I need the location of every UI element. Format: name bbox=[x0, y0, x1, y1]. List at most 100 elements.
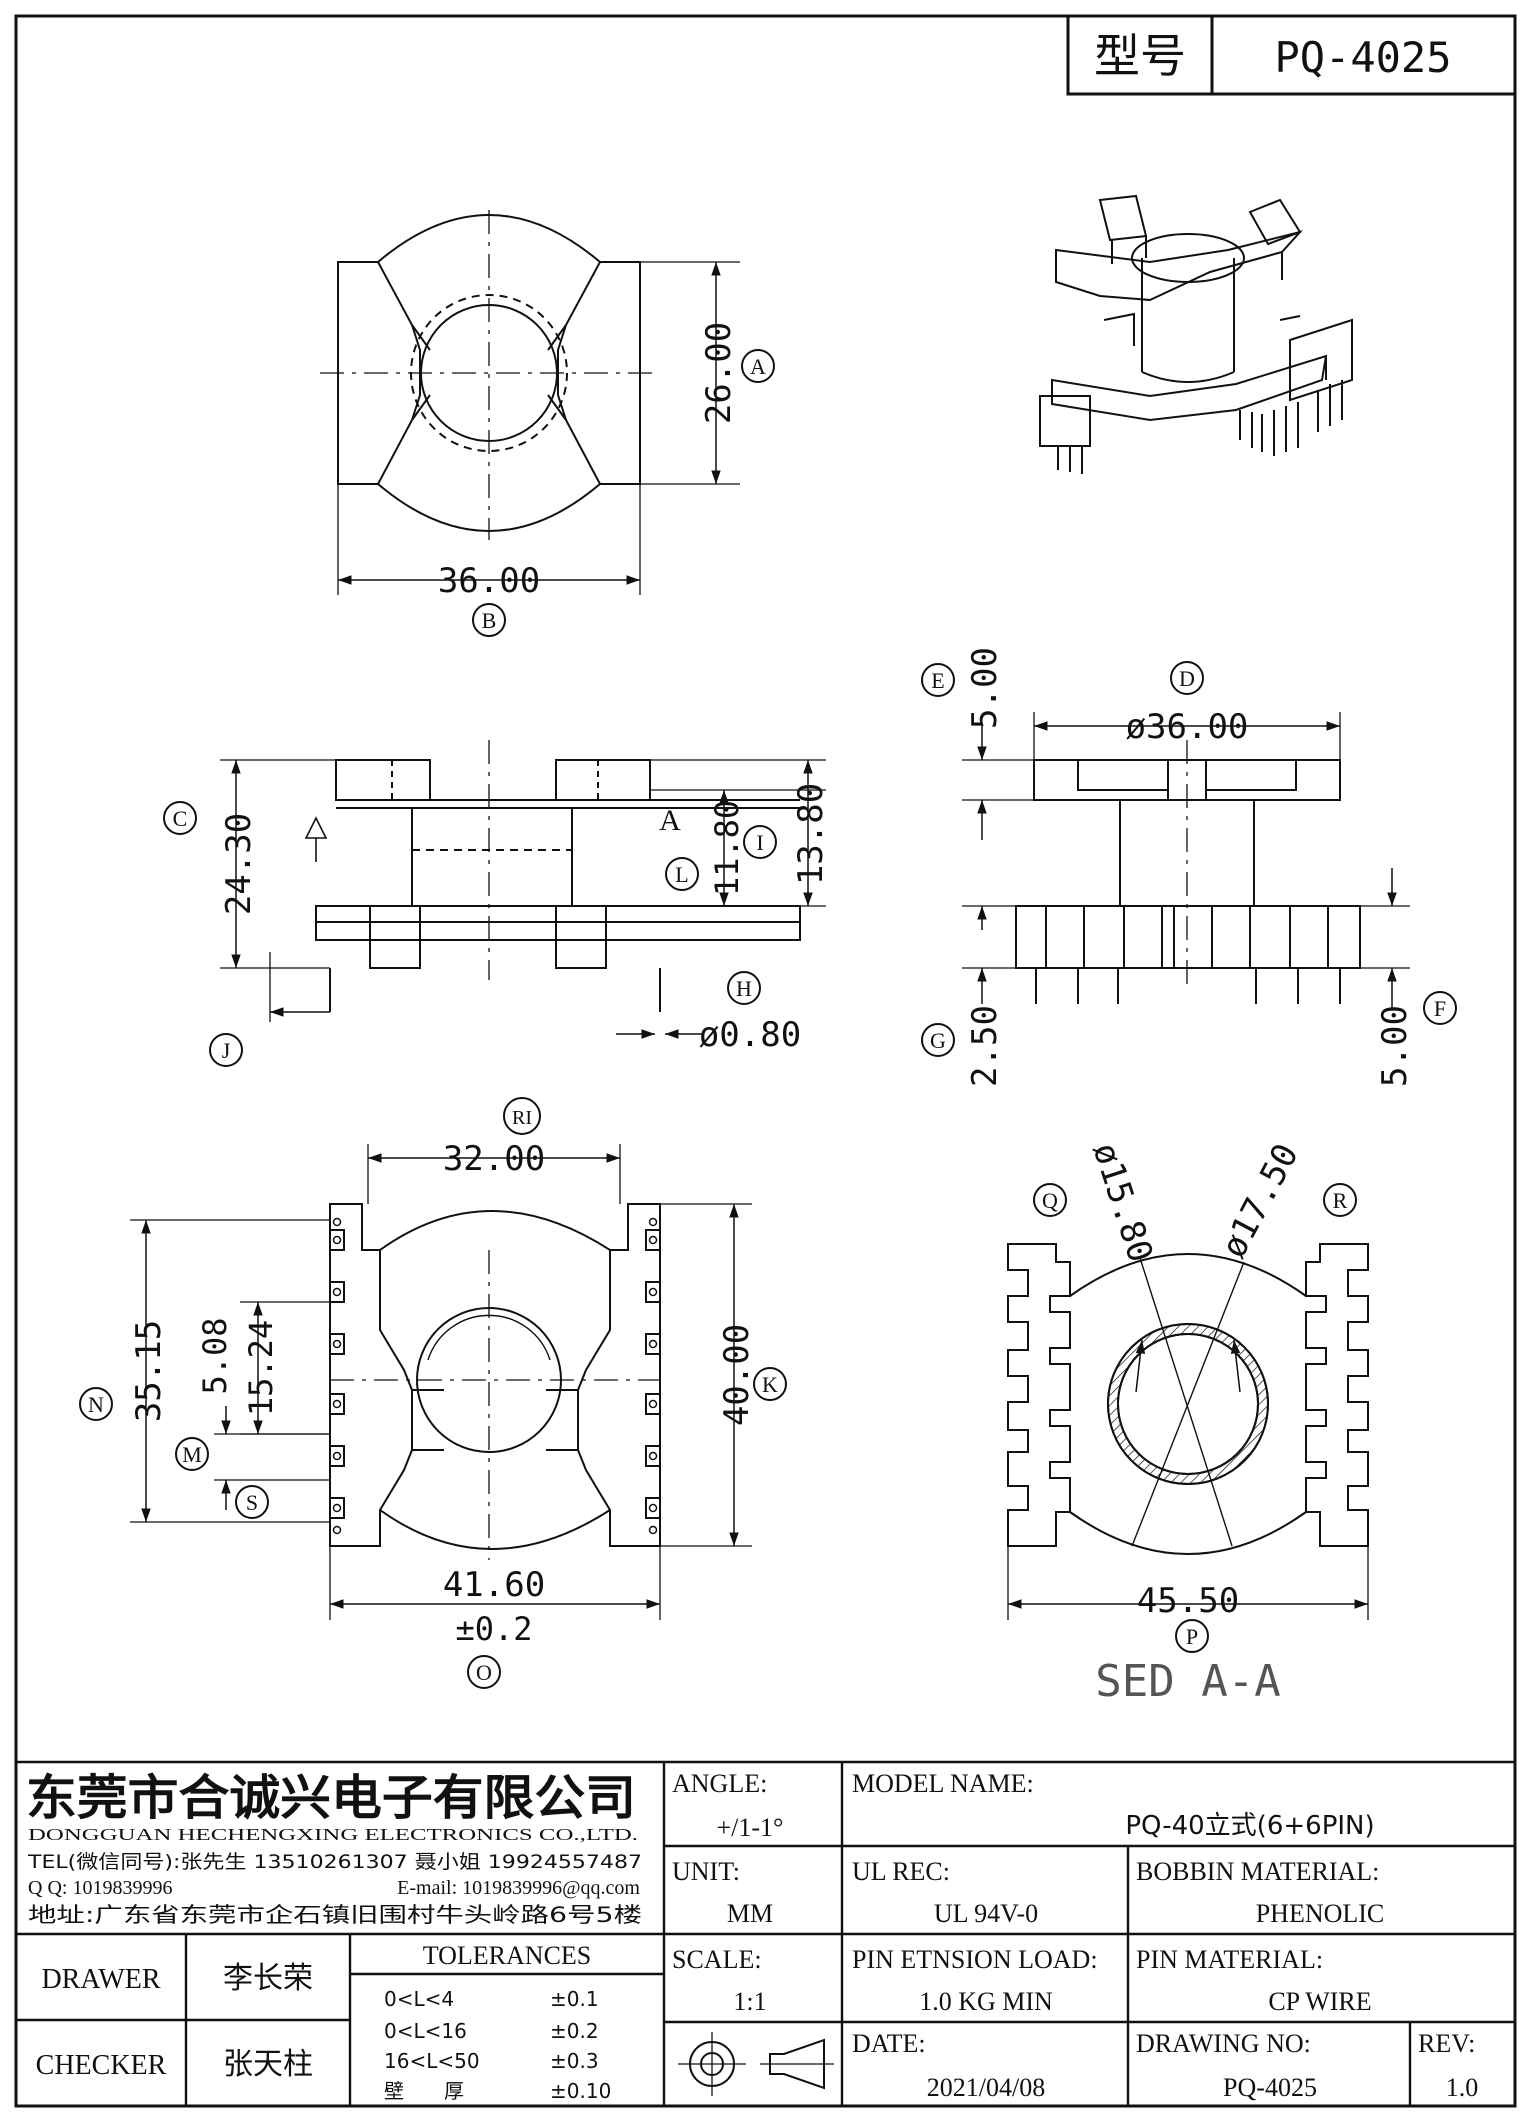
label-c: C bbox=[163, 801, 197, 835]
header-model-value: PQ-4025 bbox=[1274, 33, 1451, 82]
svg-text:G: G bbox=[930, 1028, 946, 1053]
checker-value: 张天柱 bbox=[223, 2047, 313, 2082]
label-i: I bbox=[743, 825, 777, 859]
ul-label: UL REC: bbox=[852, 1857, 950, 1886]
svg-text:A: A bbox=[750, 354, 766, 379]
dim-ri-value: 32.00 bbox=[443, 1139, 545, 1179]
tolerance-range: 壁 厚 bbox=[384, 2079, 464, 2103]
svg-text:I: I bbox=[756, 830, 763, 855]
svg-text:D: D bbox=[1179, 666, 1195, 691]
projection-symbol bbox=[678, 2032, 834, 2096]
unit-label: UNIT: bbox=[672, 1857, 740, 1886]
dim-s-value: 15.24 bbox=[242, 1320, 280, 1416]
dim-h-value: ø0.80 bbox=[699, 1015, 801, 1055]
tolerance-value: ±0.1 bbox=[550, 1987, 599, 2011]
svg-text:R: R bbox=[1333, 1188, 1348, 1213]
drawing-no-value: PQ-4025 bbox=[1223, 2073, 1317, 2102]
label-e: E bbox=[921, 663, 955, 697]
label-q: Q bbox=[1033, 1183, 1067, 1217]
model-name-label: MODEL NAME: bbox=[852, 1769, 1034, 1798]
dim-l-value: 11.80 bbox=[708, 800, 746, 896]
dim-k-value: 40.00 bbox=[717, 1324, 757, 1426]
dim-a-value: 26.00 bbox=[699, 322, 739, 424]
label-ri: RI bbox=[503, 1097, 541, 1135]
svg-text:F: F bbox=[1434, 996, 1446, 1021]
svg-text:S: S bbox=[246, 1490, 258, 1515]
pin-holes-bottom-view bbox=[332, 1217, 658, 1535]
rev-value: 1.0 bbox=[1446, 2073, 1479, 2102]
rev-label: REV: bbox=[1418, 2029, 1475, 2058]
dim-c-value: 24.30 bbox=[219, 813, 259, 915]
label-p: P bbox=[1175, 1619, 1209, 1653]
svg-text:C: C bbox=[173, 806, 188, 831]
dim-m-value: 5.08 bbox=[196, 1317, 234, 1394]
pin-material-label: PIN MATERIAL: bbox=[1136, 1945, 1323, 1974]
front-view bbox=[962, 712, 1410, 1010]
svg-text:L: L bbox=[675, 862, 688, 887]
drawer-label: DRAWER bbox=[41, 1964, 160, 1995]
label-d: D bbox=[1170, 661, 1204, 695]
bobbin-material-value: PHENOLIC bbox=[1256, 1899, 1385, 1928]
date-label: DATE: bbox=[852, 2029, 926, 2058]
section-caption: SED A-A bbox=[1095, 1656, 1280, 1707]
company-name-cn: 东莞市合诚兴电子有限公司 bbox=[26, 1770, 636, 1826]
header-model-box: 型号 PQ-4025 bbox=[1066, 14, 1517, 96]
dim-o-value: 41.60 bbox=[443, 1565, 545, 1605]
tolerance-range: 0<L<4 bbox=[384, 1987, 454, 2011]
label-m: M bbox=[175, 1437, 209, 1471]
contact-address: 地址:广东省东莞市企石镇旧围村牛头岭路6号5楼 bbox=[28, 1903, 642, 1927]
label-o: O bbox=[467, 1655, 501, 1689]
title-block bbox=[16, 1760, 1515, 2106]
ul-value: UL 94V-0 bbox=[934, 1899, 1038, 1928]
drawer-value: 李长荣 bbox=[223, 1961, 313, 1996]
angle-label: ANGLE: bbox=[672, 1769, 767, 1798]
dim-f-value: 5.00 bbox=[1375, 1005, 1415, 1087]
tolerance-table: 0<L<4 ±0.1 0<L<16 ±0.2 16<L<50 ±0.3 壁 厚 … bbox=[384, 1987, 611, 2103]
label-j: J bbox=[209, 1033, 243, 1067]
sheet-border bbox=[14, 14, 1517, 2108]
pin-material-value: CP WIRE bbox=[1268, 1987, 1371, 2016]
label-s: S bbox=[235, 1485, 269, 1519]
tolerance-range: 0<L<16 bbox=[384, 2019, 467, 2043]
dim-o-tolerance: ±0.2 bbox=[455, 1610, 532, 1648]
label-n: N bbox=[79, 1387, 113, 1421]
label-h: H bbox=[727, 971, 761, 1005]
svg-text:RI: RI bbox=[512, 1107, 532, 1129]
drawing-no-label: DRAWING NO: bbox=[1136, 2029, 1311, 2058]
header-model-label: 型号 bbox=[1094, 29, 1186, 83]
top-view bbox=[320, 210, 740, 595]
contact-tel: TEL(微信同号):张先生 13510261307 聂小姐 1992455748… bbox=[27, 1851, 642, 1873]
angle-value: +/1-1° bbox=[717, 1813, 784, 1842]
company-name-en: DONGGUAN HECHENGXING ELECTRONICS CO.,LTD… bbox=[28, 1825, 638, 1844]
tolerance-value: ±0.10 bbox=[550, 2079, 611, 2103]
label-r: R bbox=[1323, 1183, 1357, 1217]
svg-text:N: N bbox=[88, 1392, 104, 1417]
dim-q-value: ø15.80 bbox=[1084, 1138, 1160, 1267]
label-k: K bbox=[753, 1367, 787, 1401]
dim-r-value: ø17.50 bbox=[1214, 1137, 1307, 1264]
svg-text:J: J bbox=[222, 1038, 231, 1063]
svg-text:H: H bbox=[736, 976, 752, 1001]
section-arrow-label: A bbox=[659, 804, 681, 837]
label-b: B bbox=[472, 603, 506, 637]
dim-i-value: 13.80 bbox=[791, 783, 831, 885]
contact-qq: Q Q: 1019839996 bbox=[28, 1877, 172, 1899]
pin-load-label: PIN ETNSION LOAD: bbox=[852, 1945, 1098, 1974]
svg-text:B: B bbox=[482, 608, 497, 633]
bottom-view bbox=[130, 1144, 752, 1620]
dim-d-value: ø36.00 bbox=[1126, 707, 1249, 747]
label-g: G bbox=[921, 1023, 955, 1057]
tolerance-value: ±0.3 bbox=[550, 2049, 599, 2073]
dim-b-value: 36.00 bbox=[438, 561, 540, 601]
checker-label: CHECKER bbox=[36, 2050, 167, 2081]
scale-value: 1:1 bbox=[733, 1987, 766, 2016]
tolerance-range: 16<L<50 bbox=[384, 2049, 480, 2073]
section-view bbox=[1007, 1243, 1369, 1620]
side-view bbox=[220, 740, 826, 1039]
contact-email: E-mail: 1019839996@qq.com bbox=[397, 1877, 640, 1899]
bobbin-material-label: BOBBIN MATERIAL: bbox=[1136, 1857, 1379, 1886]
dim-n-value: 35.15 bbox=[129, 1320, 169, 1422]
tolerance-value: ±0.2 bbox=[550, 2019, 599, 2043]
svg-text:E: E bbox=[931, 668, 944, 693]
